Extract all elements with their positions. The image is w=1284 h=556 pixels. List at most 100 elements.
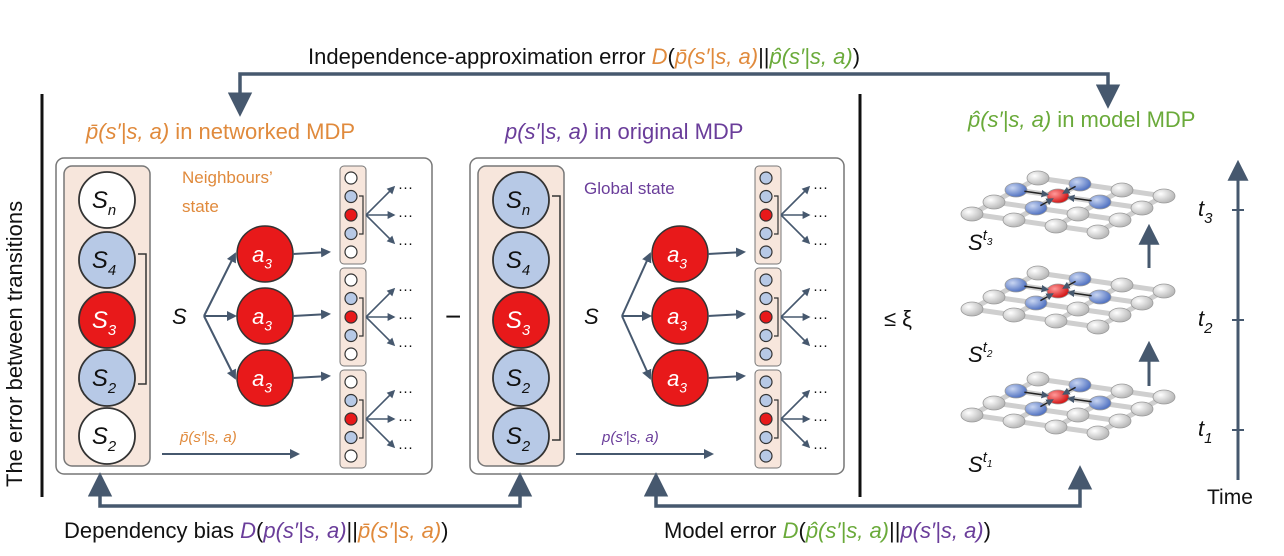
outcome-bracket (359, 297, 364, 337)
outcome-arrow (292, 371, 331, 382)
grid-influence-arrow (1062, 386, 1076, 395)
fanout-arrow (365, 316, 396, 347)
grid-node (1110, 277, 1134, 293)
neighbours-state-label: Neighbours’ (182, 168, 273, 187)
grid-node (982, 289, 1006, 305)
grid-influence-arrow (1040, 198, 1054, 207)
original-transition-label: p(s′|s, a) (601, 429, 659, 446)
ellipsis-label: ··· (813, 207, 828, 224)
ellipsis-label: ··· (813, 439, 828, 456)
state-label: S2 (92, 365, 117, 397)
state-label: S2 (92, 423, 117, 455)
action-arrow (203, 252, 236, 317)
networked-transition-label: p̄(s′|s, a) (179, 429, 237, 446)
ellipsis-label: ··· (398, 179, 413, 196)
grid-node (1026, 265, 1050, 281)
global-bracket (552, 195, 561, 441)
outcome-node (759, 273, 773, 287)
ellipsis-label: ··· (398, 439, 413, 456)
outcome-node (344, 412, 358, 426)
outcome-node (759, 291, 773, 306)
outcome-node (759, 208, 773, 222)
grid-node-neighbour (1088, 395, 1112, 411)
grid-node (1086, 425, 1110, 441)
neighbours-state-label-2: state (182, 197, 219, 216)
grid-node (982, 395, 1006, 411)
ellipsis-label: ··· (813, 309, 828, 326)
action-label: a3 (252, 366, 272, 396)
outcome-node (344, 393, 358, 408)
state-node (78, 407, 136, 465)
grid-node-neighbour (1004, 383, 1028, 399)
state-label: S3 (506, 307, 531, 339)
ellipsis-label: ··· (398, 207, 413, 224)
grid-influence-arrow (1024, 284, 1049, 293)
original-mdp-title: p(s′|s, a) in original MDP (504, 119, 743, 144)
grid-influence-arrow (1062, 280, 1076, 289)
ellipsis-label: ··· (813, 281, 828, 298)
grid-node (1026, 371, 1050, 387)
grid-node-neighbour (1004, 277, 1028, 293)
outcome-arrow (292, 309, 331, 320)
outcome-bracket (359, 399, 364, 439)
model-mdp-title: p̂(s′|s, a) in model MDP (967, 107, 1195, 132)
ellipsis-label: ··· (398, 309, 413, 326)
outcome-node (344, 226, 358, 241)
outcome-node (759, 189, 773, 204)
grid-influence-arrow (1024, 390, 1049, 399)
independence-error-connector (227, 72, 1121, 117)
state-label: Sn (506, 187, 530, 219)
outcome-node (759, 347, 773, 361)
outcome-node (759, 393, 773, 408)
fanout-arrow (780, 214, 811, 245)
outcome-arrow (707, 247, 746, 258)
fanout-arrow (780, 418, 811, 449)
grid-node (1002, 413, 1026, 429)
networked-s-label: S (172, 304, 187, 329)
state-node (492, 349, 550, 407)
action-label: a3 (252, 304, 272, 334)
grid-influence-arrow (1067, 194, 1092, 203)
original-s-label: S (584, 304, 599, 329)
fanout-arrow (780, 389, 811, 420)
state-node (78, 171, 136, 229)
state-node (78, 231, 136, 289)
action-node (236, 287, 294, 345)
grid-node (1130, 200, 1154, 216)
grid-node-neighbour (1088, 194, 1112, 210)
grid-influence-arrow (1024, 189, 1049, 198)
grid-influence-arrow (1062, 185, 1076, 194)
grid-node (1002, 212, 1026, 228)
state-node (78, 291, 136, 349)
action-label: a3 (667, 366, 687, 396)
outcome-node (344, 328, 358, 343)
outcome-node (344, 291, 358, 306)
layer-label: St1 (968, 449, 992, 477)
dependency-bias-connector (87, 472, 533, 508)
grid-node (1108, 212, 1132, 228)
grid-node (1044, 218, 1068, 234)
grid-node (1044, 419, 1068, 435)
action-label: a3 (667, 242, 687, 272)
grid-node (1066, 206, 1090, 222)
ellipsis-label: ··· (398, 235, 413, 252)
outcome-node (344, 310, 358, 324)
state-label: S2 (506, 423, 531, 455)
outcome-node (344, 430, 358, 445)
outcome-node (344, 375, 358, 389)
grid-influence-arrow (1040, 293, 1054, 302)
outcome-node (759, 171, 773, 185)
layer-label: St3 (968, 227, 993, 255)
fanout-arrow (780, 316, 811, 347)
ellipsis-label: ··· (813, 383, 828, 400)
action-node (236, 349, 294, 407)
fanout-arrow (780, 185, 811, 216)
time-tick-label: t2 (1198, 306, 1213, 337)
fanout-arrow (365, 389, 396, 420)
outcome-node (759, 449, 773, 463)
time-tick-label: t1 (1198, 416, 1212, 447)
global-state-label: Global state (584, 179, 675, 198)
ellipsis-label: ··· (813, 179, 828, 196)
